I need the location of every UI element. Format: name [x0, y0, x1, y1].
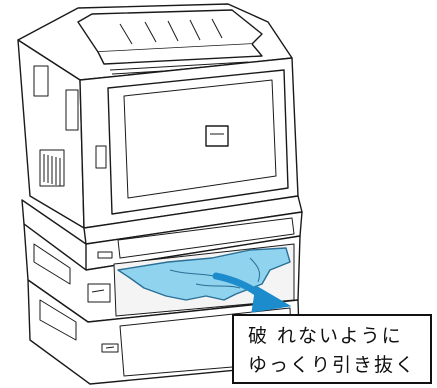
printer-body	[17, 3, 303, 245]
pull-arrow-icon	[212, 272, 292, 313]
instruction-line-1: 破 れないように	[248, 325, 403, 347]
instruction-callout: 破 れないように ゆっくり引き抜く	[232, 314, 432, 384]
instruction-line-2: ゆっくり引き抜く	[248, 354, 417, 376]
